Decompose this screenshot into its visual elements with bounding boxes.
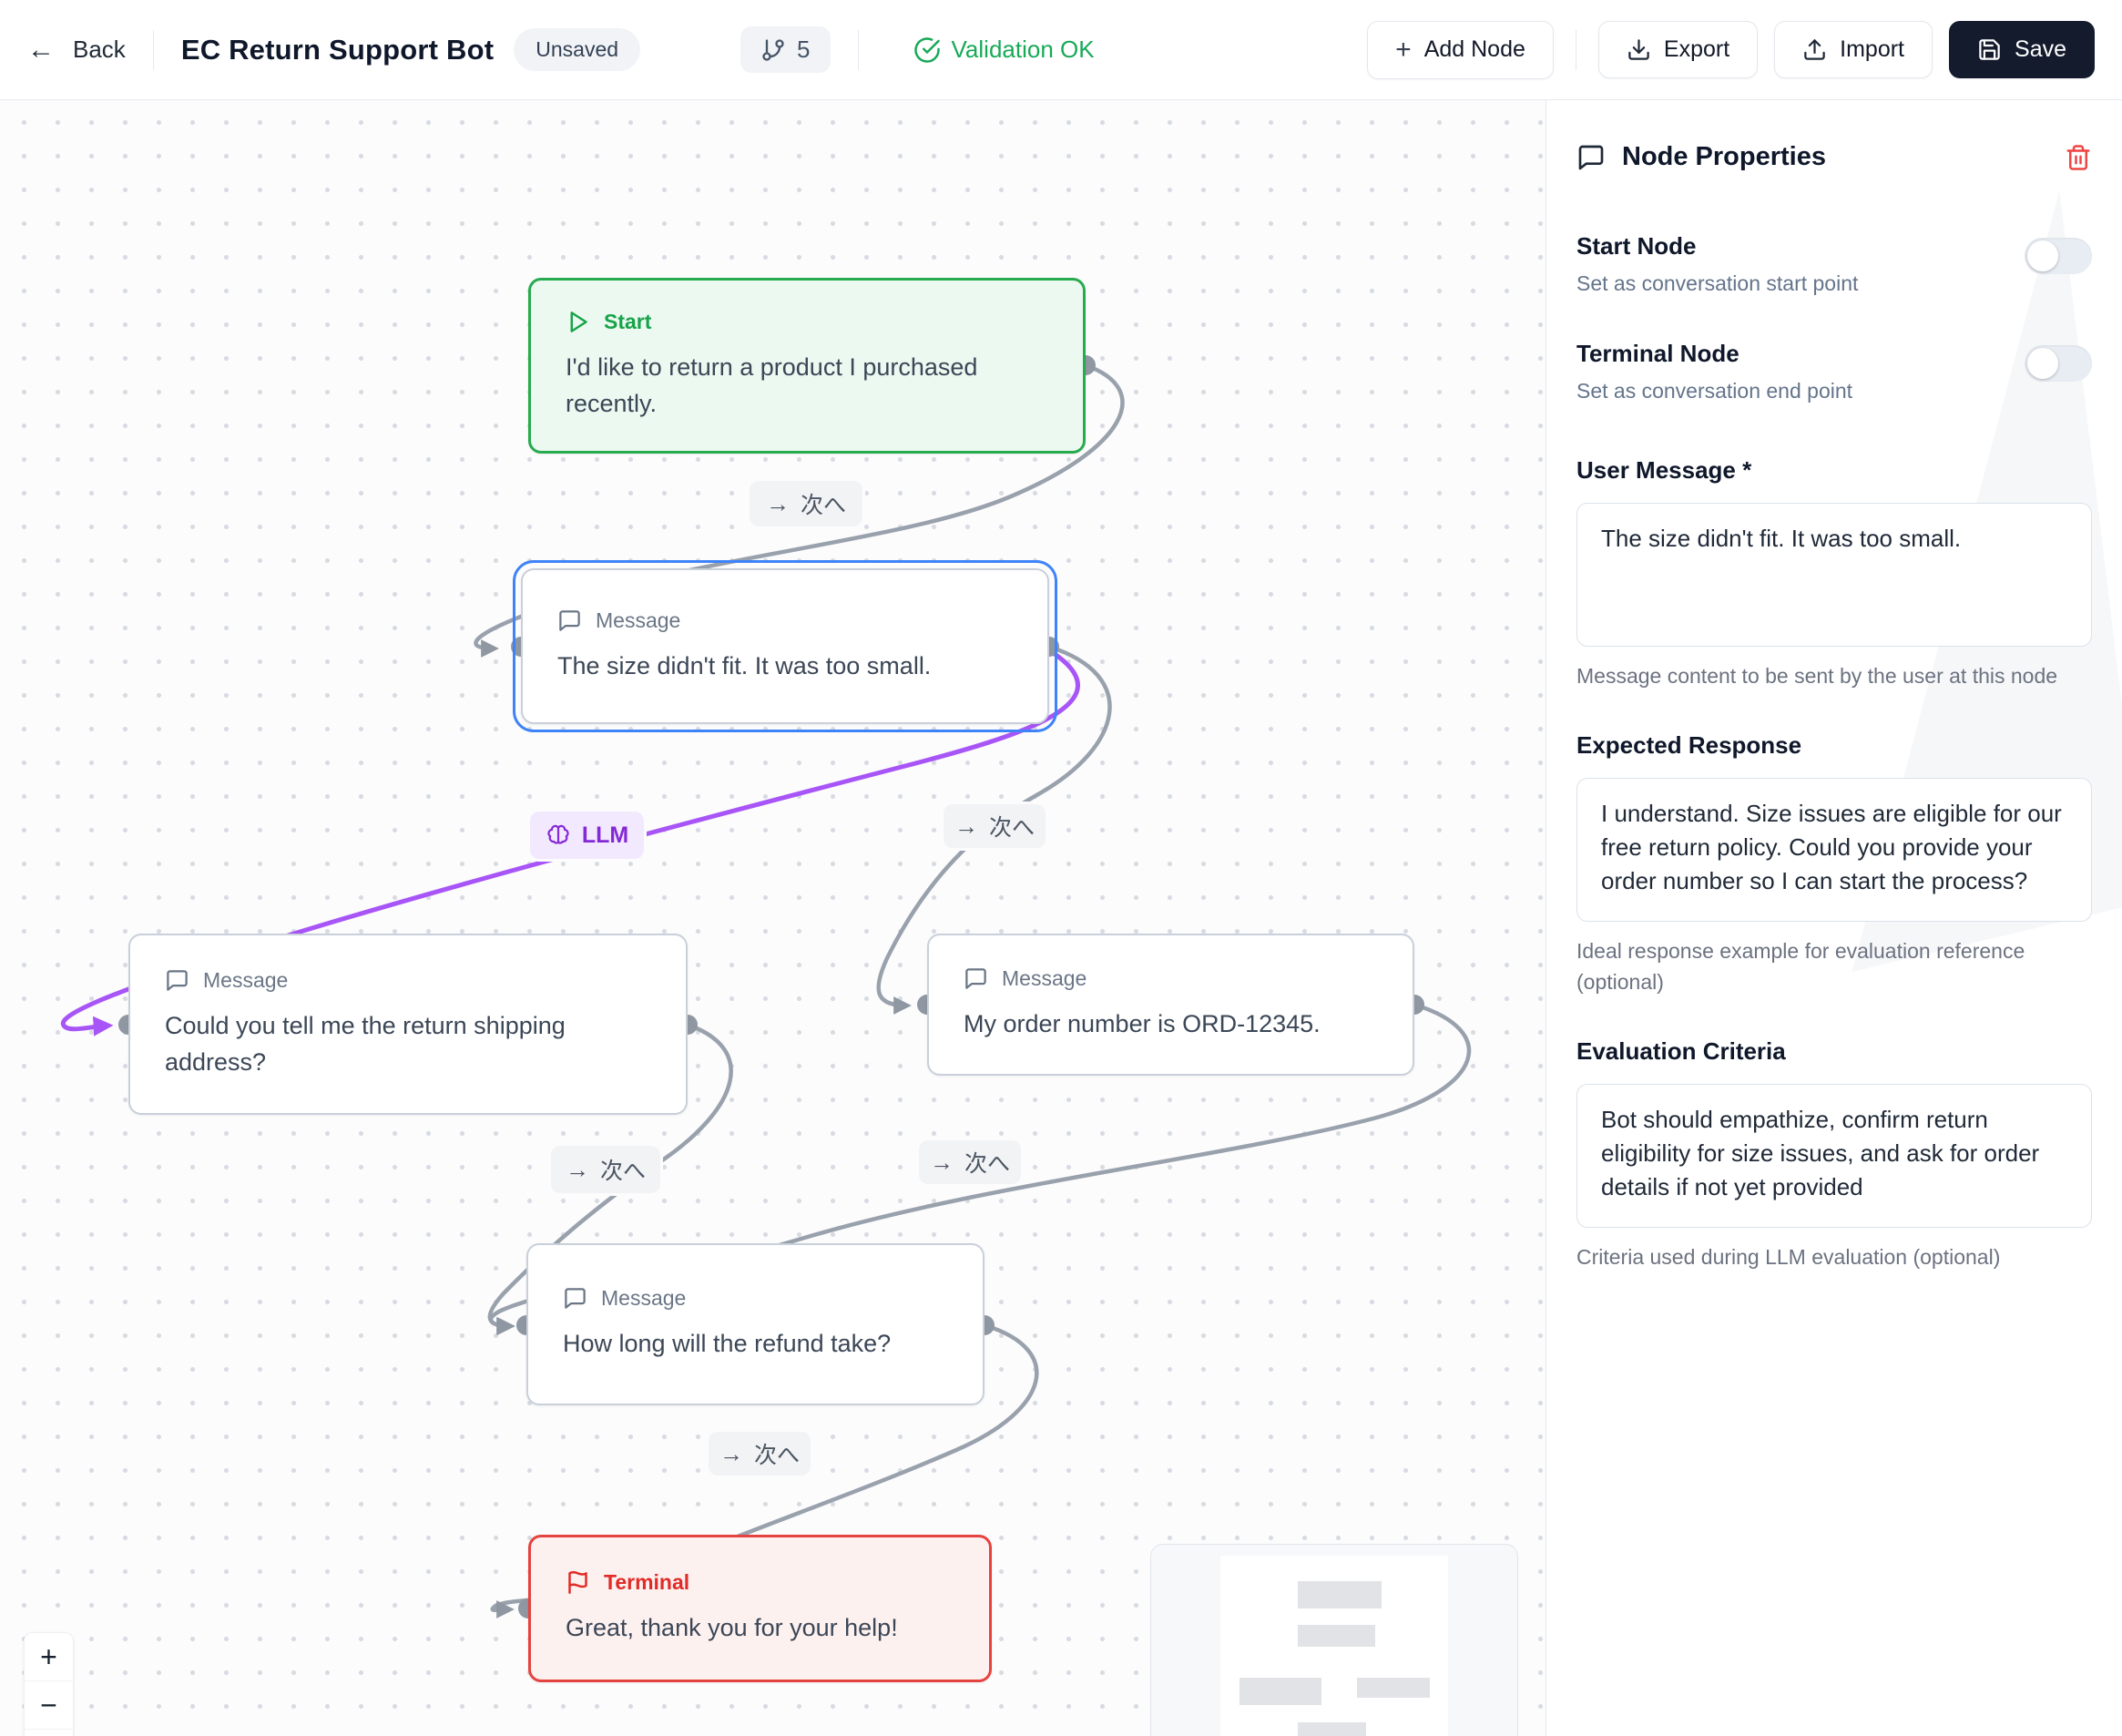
export-button[interactable]: Export: [1597, 21, 1759, 78]
flag-icon: [566, 1570, 590, 1595]
node-text: How long will the refund take?: [563, 1330, 892, 1358]
edge-label-next-3: → 次へ: [551, 1146, 660, 1193]
plus-icon: +: [40, 1639, 57, 1673]
start-node-label: Start Node: [1576, 232, 1697, 260]
import-button[interactable]: Import: [1774, 21, 1933, 78]
top-toolbar: ← Back EC Return Support Bot Unsaved 5 V…: [0, 0, 2122, 100]
add-node-button[interactable]: + Add Node: [1367, 20, 1554, 79]
arrow-right-icon: →: [565, 1155, 589, 1183]
terminal-node-toggle[interactable]: [2025, 345, 2092, 382]
message-icon: [563, 1286, 587, 1311]
message-icon: [557, 608, 582, 633]
expected-response-help: Ideal response example for evaluation re…: [1576, 939, 2025, 994]
arrow-right-icon: →: [954, 812, 978, 840]
divider: [857, 29, 859, 70]
plus-icon: +: [1395, 34, 1412, 65]
divider: [152, 29, 154, 70]
expected-response-input[interactable]: I understand. Size issues are eligible f…: [1576, 778, 2092, 923]
zoom-fit-button[interactable]: [25, 1730, 73, 1736]
terminal-node-desc: Set as conversation end point: [1576, 379, 1853, 403]
node-start[interactable]: Start I'd like to return a product I pur…: [528, 278, 1086, 454]
expected-response-label: Expected Response: [1576, 731, 1802, 760]
edge-label-next-2: → 次へ: [944, 804, 1046, 848]
check-circle-icon: [913, 36, 941, 64]
node-order-message[interactable]: Message My order number is ORD-12345.: [927, 934, 1414, 1076]
arrow-right-icon: →: [765, 489, 790, 517]
validation-status: Validation OK: [913, 36, 1095, 64]
back-label: Back: [73, 36, 126, 63]
user-message-label: User Message *: [1576, 456, 1752, 484]
save-icon: [1977, 37, 2002, 62]
panel-title: Node Properties: [1622, 142, 1826, 171]
zoom-controls: + −: [24, 1632, 74, 1736]
edge-label-llm: LLM: [530, 812, 644, 859]
brain-icon: [546, 822, 571, 848]
expected-response-field: Expected Response I understand. Size iss…: [1576, 731, 2092, 997]
edge-label-next-4: → 次へ: [919, 1140, 1021, 1184]
trash-icon[interactable]: [2065, 144, 2092, 171]
unsaved-badge: Unsaved: [514, 28, 641, 71]
node-text: I'd like to return a product I purchased…: [566, 353, 978, 417]
node-text: Great, thank you for your help!: [566, 1614, 898, 1642]
message-icon: [165, 968, 189, 993]
user-message-input[interactable]: The size didn't fit. It was too small.: [1576, 503, 2092, 647]
back-arrow-icon: ←: [27, 34, 55, 65]
save-button[interactable]: Save: [1949, 21, 2095, 78]
evaluation-criteria-field: Evaluation Criteria Bot should empathize…: [1576, 1037, 2092, 1272]
edge-label-next-5: → 次へ: [709, 1432, 811, 1476]
arrow-right-icon: →: [719, 1439, 743, 1467]
node-type-label: Start: [604, 310, 652, 334]
node-type-label: Message: [601, 1286, 687, 1311]
terminal-node-label: Terminal Node: [1576, 340, 1739, 367]
back-button[interactable]: ← Back: [27, 35, 126, 66]
start-node-desc: Set as conversation start point: [1576, 271, 1859, 295]
node-type-label: Terminal: [604, 1570, 690, 1595]
evaluation-criteria-input[interactable]: Bot should empathize, confirm return eli…: [1576, 1084, 2092, 1229]
zoom-out-button[interactable]: −: [25, 1681, 73, 1730]
upload-icon: [1802, 37, 1827, 62]
git-branch-icon: [760, 37, 786, 63]
page-title: EC Return Support Bot: [180, 33, 495, 66]
minimap-node: [1240, 1678, 1321, 1705]
node-text: My order number is ORD-12345.: [964, 1010, 1321, 1038]
minimap[interactable]: [1150, 1544, 1518, 1736]
node-type-label: Message: [203, 968, 289, 993]
node-text: Could you tell me the return shipping ad…: [165, 1012, 566, 1076]
start-node-setting: Start Node Set as conversation start poi…: [1576, 232, 2092, 296]
export-label: Export: [1663, 36, 1730, 62]
message-icon: [1576, 143, 1606, 172]
minimap-node: [1298, 1625, 1375, 1647]
user-message-help: Message content to be sent by the user a…: [1576, 664, 2058, 688]
node-text: The size didn't fit. It was too small.: [557, 651, 932, 679]
node-properties-panel: Node Properties Start Node Set as conver…: [1546, 100, 2122, 1736]
evaluation-criteria-help: Criteria used during LLM evaluation (opt…: [1576, 1245, 2001, 1270]
validation-label: Validation OK: [951, 36, 1095, 63]
flow-canvas[interactable]: Start I'd like to return a product I pur…: [0, 100, 1546, 1736]
terminal-node-setting: Terminal Node Set as conversation end po…: [1576, 340, 2092, 403]
minus-icon: −: [40, 1688, 57, 1721]
node-type-label: Message: [1002, 966, 1087, 991]
add-node-label: Add Node: [1423, 36, 1525, 62]
start-node-toggle[interactable]: [2025, 238, 2092, 274]
download-icon: [1627, 37, 1651, 62]
minimap-node: [1298, 1722, 1366, 1736]
edge-label-next-1: → 次へ: [750, 481, 862, 526]
message-icon: [964, 966, 988, 991]
node-size-message[interactable]: Message The size didn't fit. It was too …: [513, 560, 1057, 732]
play-icon: [566, 310, 590, 334]
zoom-in-button[interactable]: +: [25, 1633, 73, 1681]
minimap-node: [1357, 1678, 1430, 1698]
evaluation-criteria-label: Evaluation Criteria: [1576, 1037, 1786, 1066]
node-refund-message[interactable]: Message How long will the refund take?: [526, 1243, 984, 1405]
arrow-right-icon: →: [929, 1148, 954, 1176]
user-message-field: User Message * The size didn't fit. It w…: [1576, 456, 2092, 691]
node-shipping-message[interactable]: Message Could you tell me the return shi…: [128, 934, 688, 1115]
node-count-value: 5: [797, 36, 811, 63]
minimap-node: [1298, 1581, 1382, 1608]
node-terminal[interactable]: Terminal Great, thank you for your help!: [528, 1535, 992, 1682]
import-label: Import: [1840, 36, 1905, 62]
node-type-label: Message: [596, 608, 681, 632]
node-count-badge: 5: [740, 26, 831, 73]
save-label: Save: [2015, 36, 2066, 62]
